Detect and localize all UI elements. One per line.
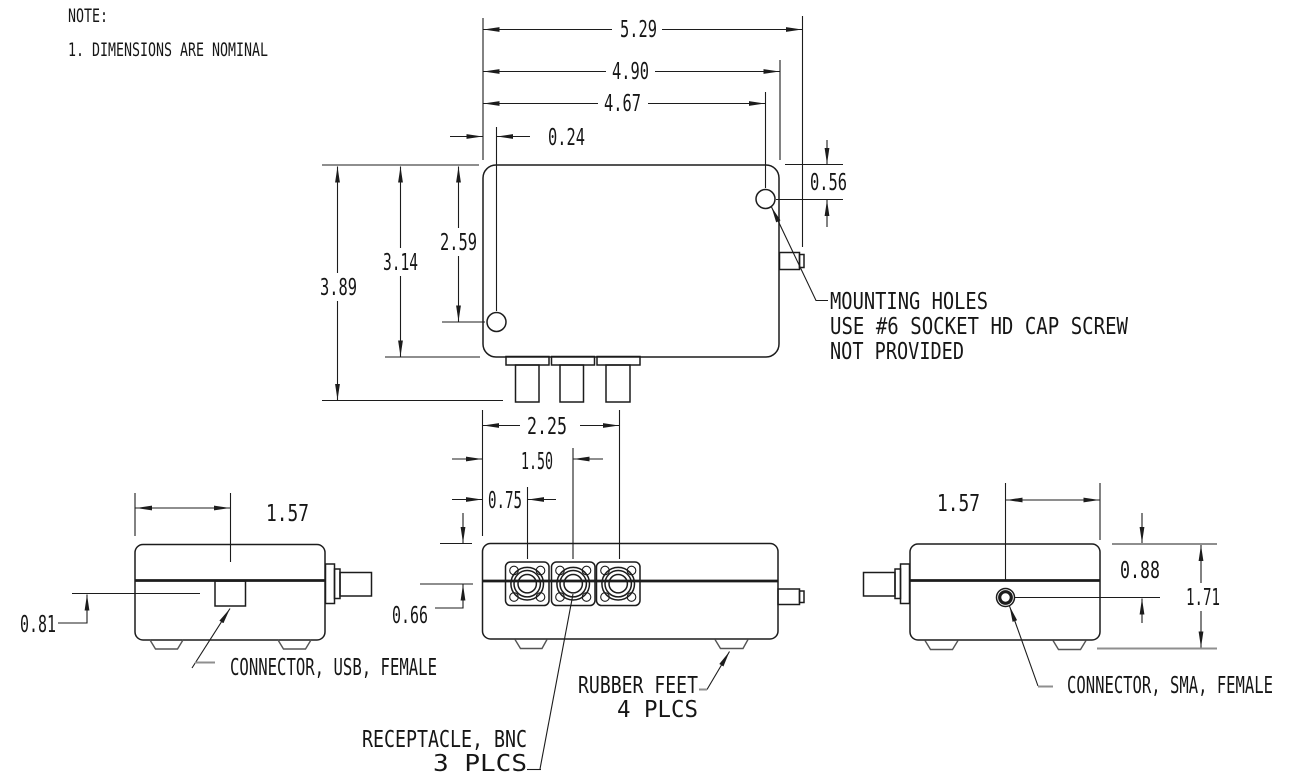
sma-stub-front-view (777, 588, 805, 606)
bnc-stub-left-view (324, 563, 373, 605)
note-item-1: 1. DIMENSIONS ARE NOMINAL (68, 39, 268, 61)
sma-leader-arrow (1008, 605, 1039, 687)
usb-leader-arrow (191, 608, 231, 669)
rubber-foot-right-view-1 (924, 640, 959, 651)
dim-value-2-59: 2.59 (440, 230, 477, 256)
note-heading: NOTE: (68, 5, 108, 27)
mounting-hole-bottom-left (486, 311, 507, 333)
dim-value-1-57-left: 1.57 (266, 501, 309, 527)
sma-stub-top-view (778, 251, 805, 271)
mounting-holes-label-line2: USE #6 SOCKET HD CAP SCREW (830, 314, 1128, 340)
mounting-hole-top-right (755, 188, 776, 210)
sma-connector (995, 587, 1016, 608)
dim-hole-offset-top: 0.56 (810, 140, 847, 227)
sma-label: CONNECTOR, SMA, FEMALE (1067, 673, 1273, 699)
rubber-foot-right-view-2 (1052, 640, 1087, 651)
rubber-foot-left-view-1 (149, 639, 184, 650)
bnc-label-line1: RECEPTACLE, BNC (362, 727, 527, 753)
top-view-extension-lines (322, 16, 843, 402)
dim-value-5-29: 5.29 (620, 17, 657, 43)
dim-width-to-hole: 4.67 (483, 91, 765, 117)
front-view-extension-lines (481, 410, 621, 559)
dim-hole-offset-left: 0.24 (450, 125, 585, 151)
dim-value-2-25: 2.25 (527, 414, 567, 440)
usb-label: CONNECTOR, USB, FEMALE (230, 655, 437, 681)
bnc-connector-1-top-view (505, 355, 550, 403)
mounting-holes-leader-arrow (771, 206, 828, 302)
dim-sma-from-top: 0.88 (1014, 513, 1217, 623)
top-view-body (482, 164, 780, 358)
left-side-view: 1.57 0.81 CONNECTOR, USB, FEMALE (20, 493, 437, 681)
dim-value-4-90: 4.90 (612, 59, 649, 85)
rubber-foot-front-right (714, 639, 749, 650)
top-view: 5.29 4.90 4.67 0.24 0.56 (320, 16, 1128, 403)
dim-overall-depth: 3.89 (320, 166, 357, 400)
dim-bnc3-offset: 2.25 (483, 414, 619, 440)
front-view: 2.25 1.50 0.75 0.66 RECEPTACLE, BNC 3 P (362, 410, 805, 777)
dim-usb-center-height: 0.81 (20, 592, 200, 638)
bnc-receptacle-2 (550, 561, 596, 607)
dim-bnc2-offset: 1.50 (452, 449, 603, 475)
mounting-holes-label-line1: MOUNTING HOLES (830, 289, 988, 315)
dim-bnc-center-height: 0.66 (392, 513, 473, 629)
usb-callout: CONNECTOR, USB, FEMALE (191, 608, 437, 681)
dim-left-view-width: 1.57 (134, 493, 309, 562)
bnc-callout: RECEPTACLE, BNC 3 PLCS (362, 593, 574, 777)
rubber-feet-label-line1: RUBBER FEET (578, 673, 698, 699)
bnc-label-line2: 3 PLCS (433, 751, 527, 777)
dim-width-to-sma: 4.90 (483, 59, 780, 85)
dim-value-0-66: 0.66 (392, 603, 428, 629)
sma-callout: CONNECTOR, SMA, FEMALE (1008, 605, 1273, 699)
bnc-connector-3-top-view (596, 355, 641, 403)
dim-bnc1-offset: 0.75 (452, 488, 556, 514)
dim-value-1-50: 1.50 (521, 449, 553, 475)
dim-value-0-56: 0.56 (810, 170, 847, 196)
dim-value-0-81: 0.81 (20, 612, 56, 638)
mounting-holes-label-line3: NOT PROVIDED (830, 339, 964, 365)
dim-value-3-89: 3.89 (320, 275, 357, 301)
dim-overall-width: 5.29 (483, 17, 802, 43)
bnc-connector-2-top-view (550, 355, 596, 403)
dim-value-1-71: 1.71 (1186, 585, 1220, 611)
dim-right-view-width: 1.57 (937, 483, 1101, 580)
bnc-receptacle-3 (595, 561, 641, 607)
bnc-stub-right-view (862, 563, 911, 605)
dim-value-0-24: 0.24 (548, 125, 585, 151)
bnc-receptacle-1 (504, 561, 550, 607)
dim-value-3-14: 3.14 (383, 250, 418, 276)
mounting-holes-callout: MOUNTING HOLES USE #6 SOCKET HD CAP SCRE… (771, 206, 1128, 365)
rubber-feet-callout: RUBBER FEET 4 PLCS (578, 651, 730, 723)
rubber-foot-front-left (514, 639, 548, 650)
dim-value-1-57-right: 1.57 (937, 491, 980, 517)
rubber-feet-label-line2: 4 PLCS (617, 697, 698, 723)
dim-value-4-67: 4.67 (604, 91, 641, 117)
dim-overall-height: 1.71 (1097, 545, 1220, 650)
dim-value-0-88: 0.88 (1120, 558, 1160, 584)
dim-value-0-75: 0.75 (488, 488, 522, 514)
usb-connector (214, 580, 247, 607)
front-view-body (481, 542, 779, 640)
bnc-leader-line (539, 593, 574, 770)
dim-body-depth: 3.14 (383, 166, 418, 357)
rubber-feet-leader-arrow (706, 651, 730, 690)
right-side-view: 1.57 0.88 1.71 CONNECTOR, SMA, FEMALE (862, 483, 1273, 699)
dim-top-to-hole: 2.59 (440, 166, 477, 322)
rubber-foot-left-view-2 (277, 639, 312, 650)
notes-block: NOTE: 1. DIMENSIONS ARE NOMINAL (68, 5, 268, 61)
